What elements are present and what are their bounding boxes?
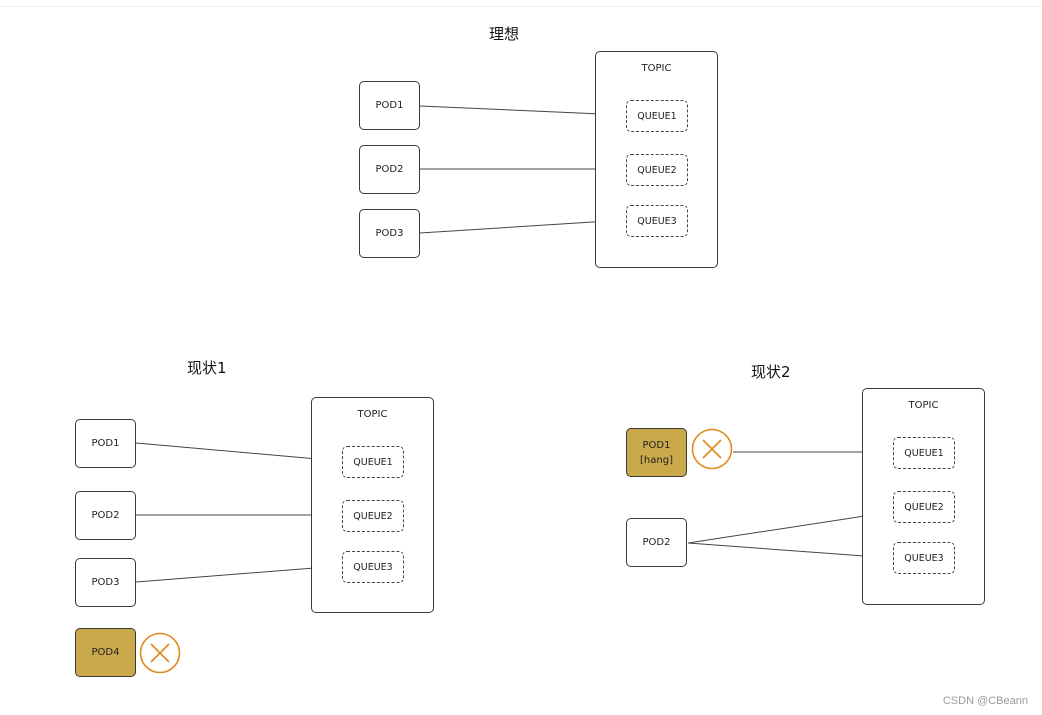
arrow-pod3-queue3 (135, 563, 341, 583)
arrow-pod2-queue3 (687, 542, 892, 561)
pod4-box-failed: POD4 (75, 628, 136, 677)
pod3-box: POD3 (75, 558, 136, 607)
topic-container: TOPIC QUEUE1 QUEUE2 QUEUE3 (311, 397, 434, 613)
topic-container: TOPIC QUEUE1 QUEUE2 QUEUE3 (595, 51, 718, 268)
pod2-box: POD2 (359, 145, 420, 194)
diagram-title-ideal: 理想 (489, 25, 520, 43)
pod3-box: POD3 (359, 209, 420, 258)
pod2-box: POD2 (75, 491, 136, 540)
topic-label: TOPIC (357, 409, 388, 420)
arrow-pod1-queue1 (135, 442, 341, 464)
queue1-box: QUEUE1 (893, 437, 955, 469)
queue3-box: QUEUE3 (626, 205, 688, 237)
queue1-box: QUEUE1 (342, 446, 404, 478)
pod1-status: [hang] (640, 454, 673, 466)
top-divider (0, 6, 1042, 7)
pod1-box-hang: POD1 [hang] (626, 428, 687, 477)
queue3-box: QUEUE3 (342, 551, 404, 583)
topic-label: TOPIC (908, 400, 939, 411)
pod1-label: POD1 (642, 439, 671, 451)
queue2-box: QUEUE2 (342, 500, 404, 532)
arrow-pod3-queue3 (419, 217, 625, 234)
queue2-box: QUEUE2 (893, 491, 955, 523)
arrow-pod1-queue1 (419, 105, 625, 118)
watermark: CSDN @CBeann (942, 695, 1028, 707)
queue1-box: QUEUE1 (626, 100, 688, 132)
pod1-box: POD1 (75, 419, 136, 468)
diagram-title-current2: 现状2 (751, 363, 791, 381)
pod2-box: POD2 (626, 518, 687, 567)
topic-label: TOPIC (641, 63, 672, 74)
diagram-title-current1: 现状1 (187, 359, 227, 377)
failed-x-icon (691, 428, 733, 470)
topic-container: TOPIC QUEUE1 QUEUE2 QUEUE3 (862, 388, 985, 605)
pod1-box: POD1 (359, 81, 420, 130)
queue2-box: QUEUE2 (626, 154, 688, 186)
queue3-box: QUEUE3 (893, 542, 955, 574)
arrow-pod2-queue2 (687, 510, 892, 544)
failed-x-icon (139, 632, 181, 674)
